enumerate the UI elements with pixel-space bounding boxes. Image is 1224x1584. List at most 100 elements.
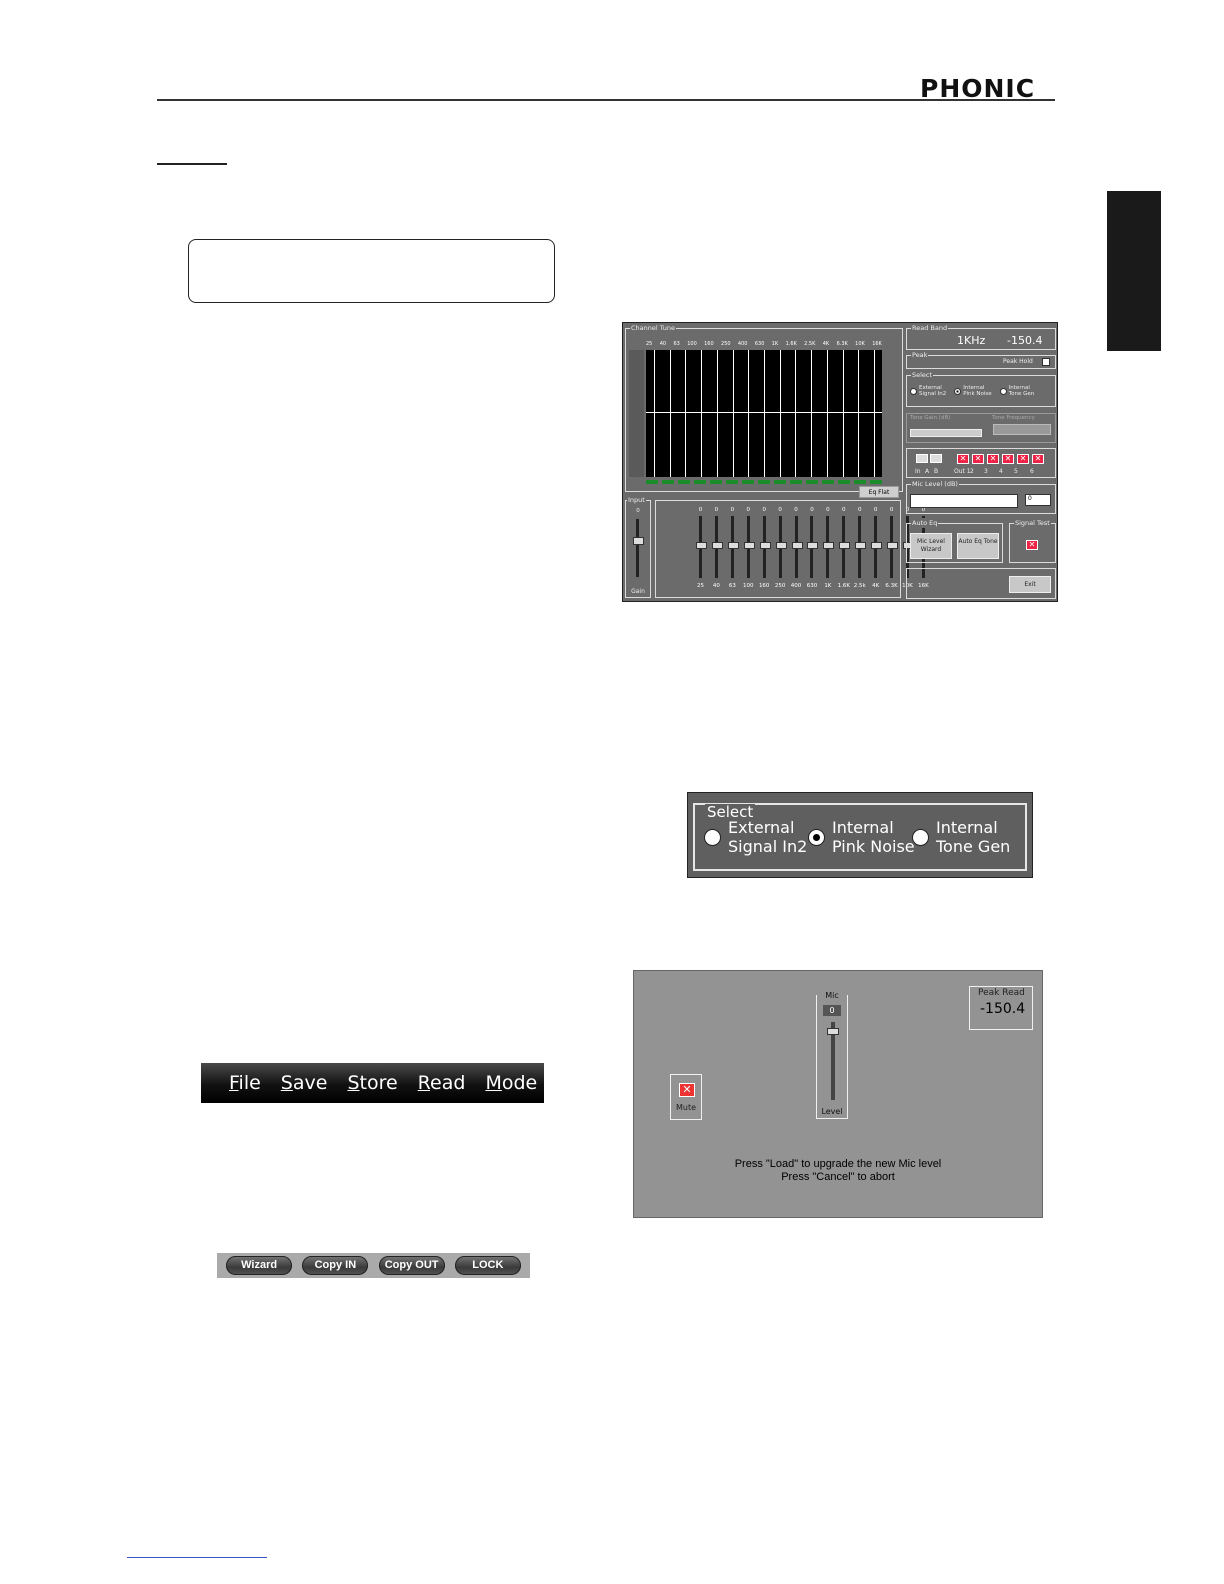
copy-in-button[interactable]: Copy IN xyxy=(302,1256,369,1275)
read-band-title: Read Band xyxy=(911,323,949,333)
eq-fader[interactable]: 0 4K xyxy=(869,507,883,589)
input-gain-knob[interactable] xyxy=(633,537,644,545)
eq-fader-knob[interactable] xyxy=(807,542,819,549)
mute-icon[interactable]: ✕ xyxy=(679,1083,695,1097)
eq-fader-value: 0 xyxy=(921,507,926,513)
wizard-button[interactable]: Wizard xyxy=(226,1256,293,1275)
zoom-radio-pink-noise[interactable] xyxy=(808,829,825,846)
eq-fader-knob[interactable] xyxy=(839,542,851,549)
channel-tune-freq-label: 63 xyxy=(673,341,680,347)
copy-out-button[interactable]: Copy OUT xyxy=(378,1256,445,1275)
out-3-mute-icon[interactable]: ✕ xyxy=(987,454,999,464)
out-1-mute-icon[interactable]: ✕ xyxy=(957,454,969,464)
option-tone-line2: Tone Gen xyxy=(1008,391,1035,397)
mic-level-wizard-button[interactable]: Mic Level Wizard xyxy=(910,533,952,559)
band-line xyxy=(716,350,718,477)
eq-fader-knob[interactable] xyxy=(855,542,867,549)
exit-button[interactable]: Exit xyxy=(1009,576,1051,593)
eq-fader-value: 0 xyxy=(794,507,798,513)
eq-fader-knob[interactable] xyxy=(775,542,787,549)
eq-fader-knob[interactable] xyxy=(871,542,883,549)
menu-mode[interactable]: Mode xyxy=(485,1072,537,1094)
button-strip: Wizard Copy IN Copy OUT LOCK xyxy=(217,1253,530,1278)
eq-fader-knob[interactable] xyxy=(823,542,835,549)
message-line-1: Press "Load" to upgrade the new Mic leve… xyxy=(734,1158,942,1170)
radio-external[interactable] xyxy=(910,387,917,395)
eq-fader-label: 250 xyxy=(774,583,786,589)
peak-hold-checkbox[interactable] xyxy=(1042,358,1050,366)
mute-box[interactable]: ✕ Mute xyxy=(670,1074,702,1120)
lock-button[interactable]: LOCK xyxy=(454,1256,521,1275)
zoom-radio-tone-gen[interactable] xyxy=(912,829,929,846)
eq-fader-knob[interactable] xyxy=(711,542,723,549)
out-5-mute-icon[interactable]: ✕ xyxy=(1017,454,1029,464)
speaker-a-icon[interactable] xyxy=(916,454,928,463)
band-line xyxy=(874,350,876,477)
eq-fader-value: 0 xyxy=(873,507,878,513)
eq-fader-value: 0 xyxy=(698,507,703,513)
channel-tune-freq-label: 6.3K xyxy=(836,341,848,347)
menu-read[interactable]: Read xyxy=(418,1072,466,1094)
signal-test-title: Signal Test xyxy=(1014,518,1051,528)
menu-store[interactable]: Store xyxy=(347,1072,397,1094)
eq-fader[interactable]: 0 400 xyxy=(790,507,803,589)
eq-fader-label: 4K xyxy=(872,583,880,589)
out-4-mute-icon[interactable]: ✕ xyxy=(1002,454,1014,464)
eq-fader-knob[interactable] xyxy=(696,542,707,549)
eq-fader-value: 0 xyxy=(905,507,910,513)
out-6-mute-icon[interactable]: ✕ xyxy=(1032,454,1044,464)
auto-eq-tone-button[interactable]: Auto Eq Tone xyxy=(957,533,999,559)
mic-level-value[interactable]: 0 xyxy=(1025,494,1051,506)
speaker-b-icon[interactable] xyxy=(930,454,942,463)
eq-fader-knob[interactable] xyxy=(791,542,803,549)
eq-fader-knob[interactable] xyxy=(727,542,739,549)
mic-fader-knob[interactable] xyxy=(827,1028,839,1035)
eq-fader-knob[interactable] xyxy=(887,542,899,549)
eq-fader-knob[interactable] xyxy=(743,542,755,549)
tone-gain-slider[interactable] xyxy=(910,429,982,437)
select-frame: Select xyxy=(693,803,1027,871)
out-2-mute-icon[interactable]: ✕ xyxy=(972,454,984,464)
band-line xyxy=(826,350,828,477)
radio-tone-gen[interactable] xyxy=(999,387,1007,395)
mic-wizard-screenshot: Peak Read -150.4 ✕ Mute Mic 0 Level Pres… xyxy=(633,970,1043,1218)
band-readout xyxy=(822,480,834,484)
tone-freq-label: Tone Frequency xyxy=(992,415,1035,421)
menu-save[interactable]: Save xyxy=(281,1072,328,1094)
zoom-radio-external[interactable] xyxy=(704,829,721,846)
auto-eq-title: Auto Eq xyxy=(911,518,939,528)
eq-fader-knob[interactable] xyxy=(759,542,771,549)
menu-read-rest: ead xyxy=(430,1072,466,1094)
tone-freq-select[interactable] xyxy=(993,424,1051,435)
option-tone-line1: Internal xyxy=(1008,385,1030,391)
mic-wizard-message: Press "Load" to upgrade the new Mic leve… xyxy=(634,1158,1042,1184)
menu-file-accel: F xyxy=(229,1072,239,1094)
eq-fader-value: 0 xyxy=(714,507,719,513)
menu-file[interactable]: File xyxy=(229,1072,261,1094)
input-panel: Input 0 Gain xyxy=(625,495,651,598)
eq-flat-button[interactable]: Eq Flat xyxy=(859,486,899,498)
radio-pink-noise[interactable] xyxy=(954,387,962,395)
mic-level-slider[interactable] xyxy=(910,494,1018,508)
signal-test-icon[interactable]: ✕ xyxy=(1026,540,1038,550)
eq-fader-label: 400 xyxy=(790,583,802,589)
